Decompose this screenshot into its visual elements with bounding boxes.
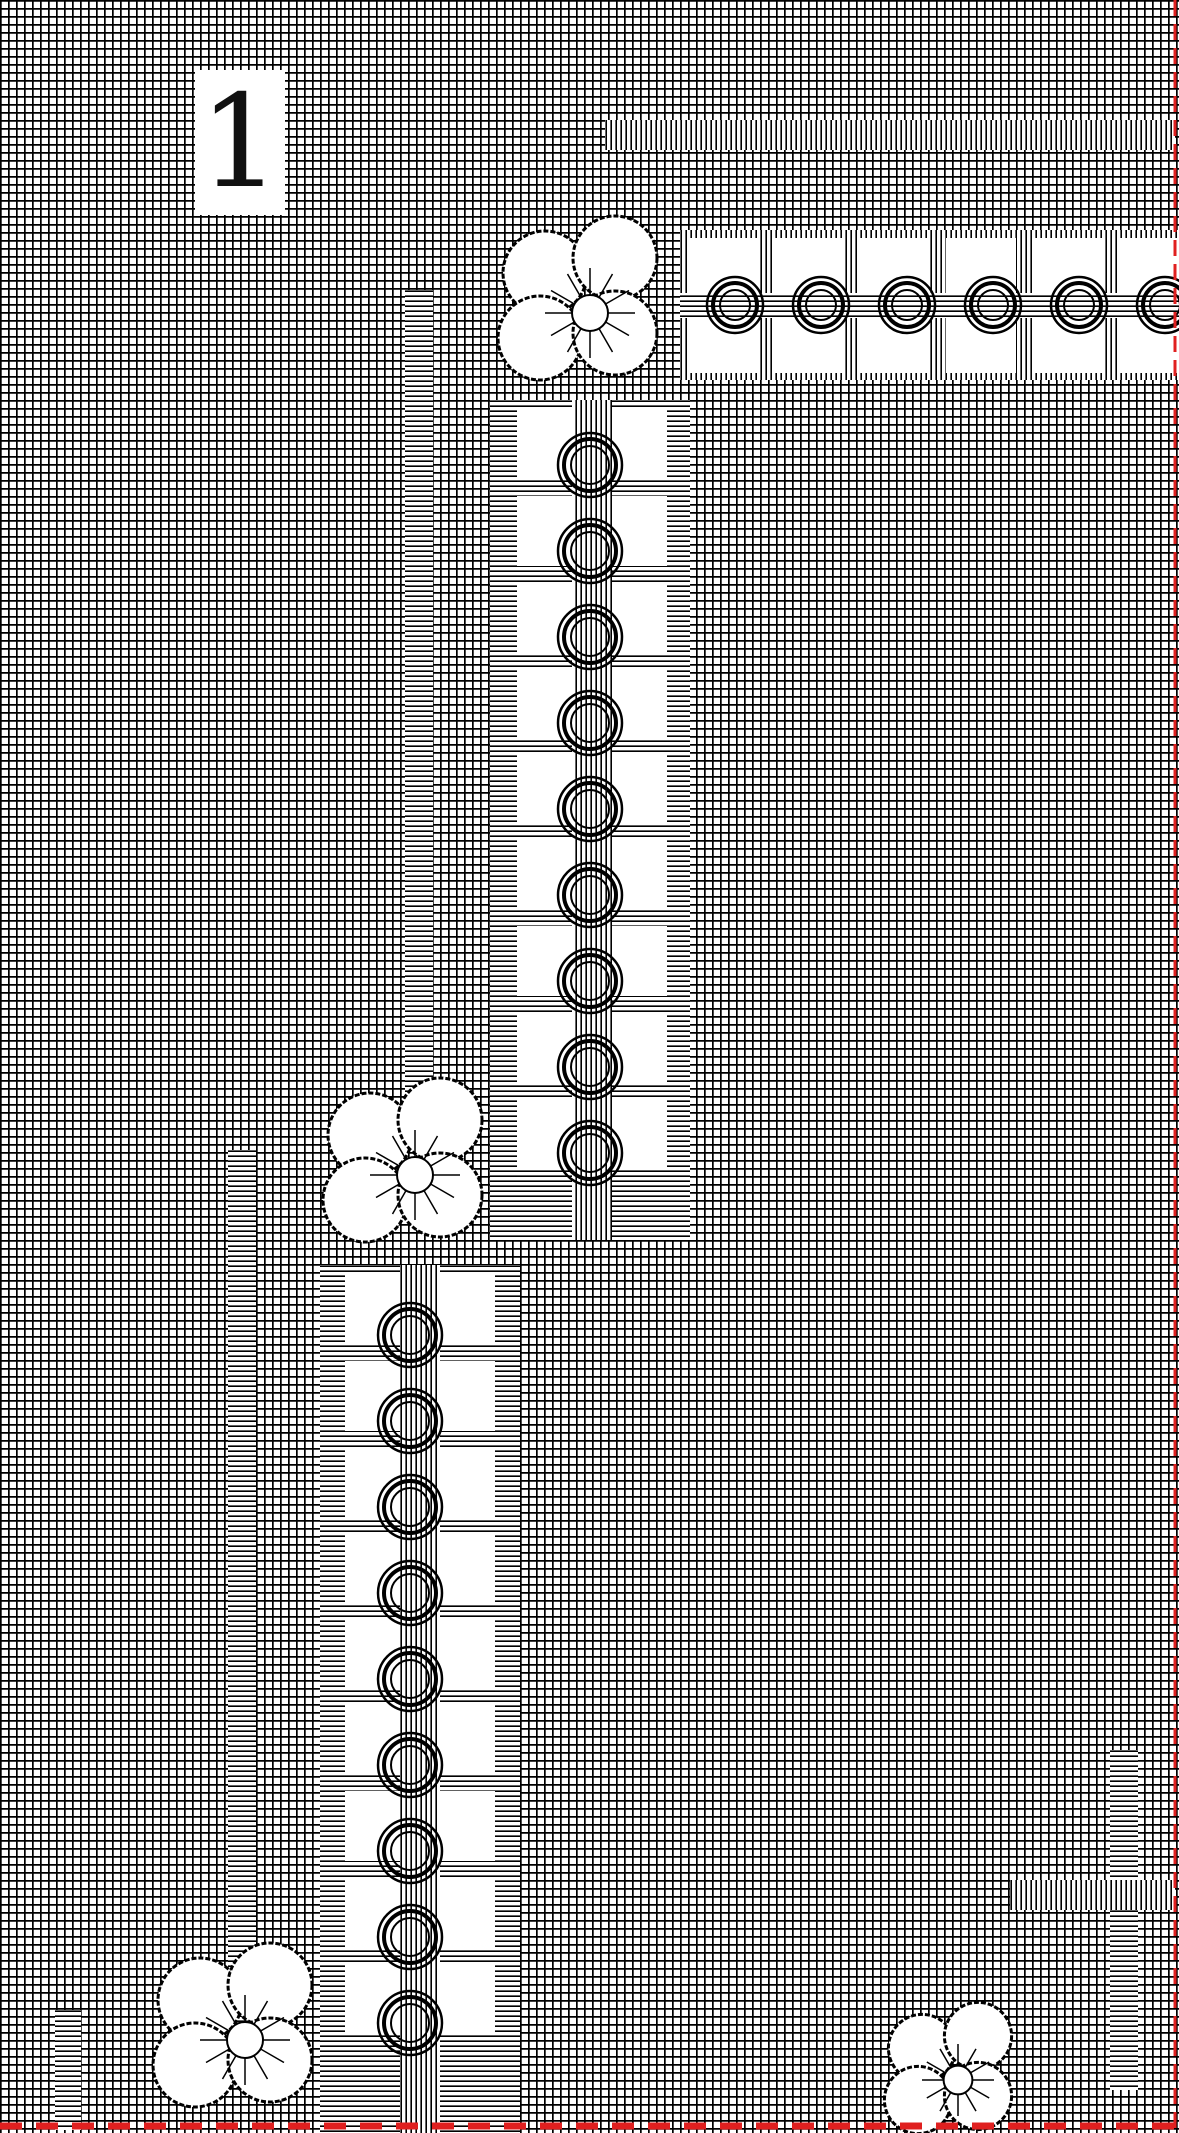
- filet-block: [440, 1533, 495, 1603]
- filet-block: [612, 1012, 667, 1082]
- top-guide-bar: [605, 120, 1175, 150]
- page-number: 1: [195, 70, 285, 215]
- bottom-left-guide-bar: [55, 2010, 81, 2130]
- filet-block: [440, 1275, 495, 1345]
- filet-block: [1032, 318, 1102, 373]
- filet-block: [440, 1361, 495, 1431]
- filet-block: [440, 1447, 495, 1517]
- flower-motif: [153, 1943, 312, 2107]
- filet-block: [946, 318, 1016, 373]
- flower-motif: [884, 2002, 1011, 2133]
- lower-vertical-block-strip: [320, 1265, 520, 2133]
- filet-block: [774, 318, 844, 373]
- filet-block: [612, 840, 667, 910]
- filet-block: [440, 1705, 495, 1775]
- flower-motif: [498, 216, 657, 380]
- filet-block: [612, 582, 667, 652]
- filet-block: [440, 1877, 495, 1947]
- filet-block: [612, 926, 667, 996]
- filet-block: [612, 754, 667, 824]
- filet-block: [440, 1791, 495, 1861]
- filet-block: [440, 1963, 495, 2033]
- filet-block: [612, 668, 667, 738]
- filet-block: [612, 1098, 667, 1168]
- right-cross-bar: [1010, 1880, 1175, 1910]
- filet-block: [440, 1619, 495, 1689]
- lower-left-guide-bar: [228, 1150, 256, 2080]
- filet-block: [688, 318, 758, 373]
- upper-vertical-block-strip: [490, 400, 690, 1240]
- filet-block: [860, 318, 930, 373]
- filet-block: [612, 410, 667, 480]
- right-guide-bar: [1110, 1750, 1138, 2090]
- upper-left-guide-bar: [405, 290, 433, 1130]
- horizontal-block-strip: [680, 230, 1179, 380]
- flower-motif: [323, 1078, 482, 1242]
- filet-block: [612, 496, 667, 566]
